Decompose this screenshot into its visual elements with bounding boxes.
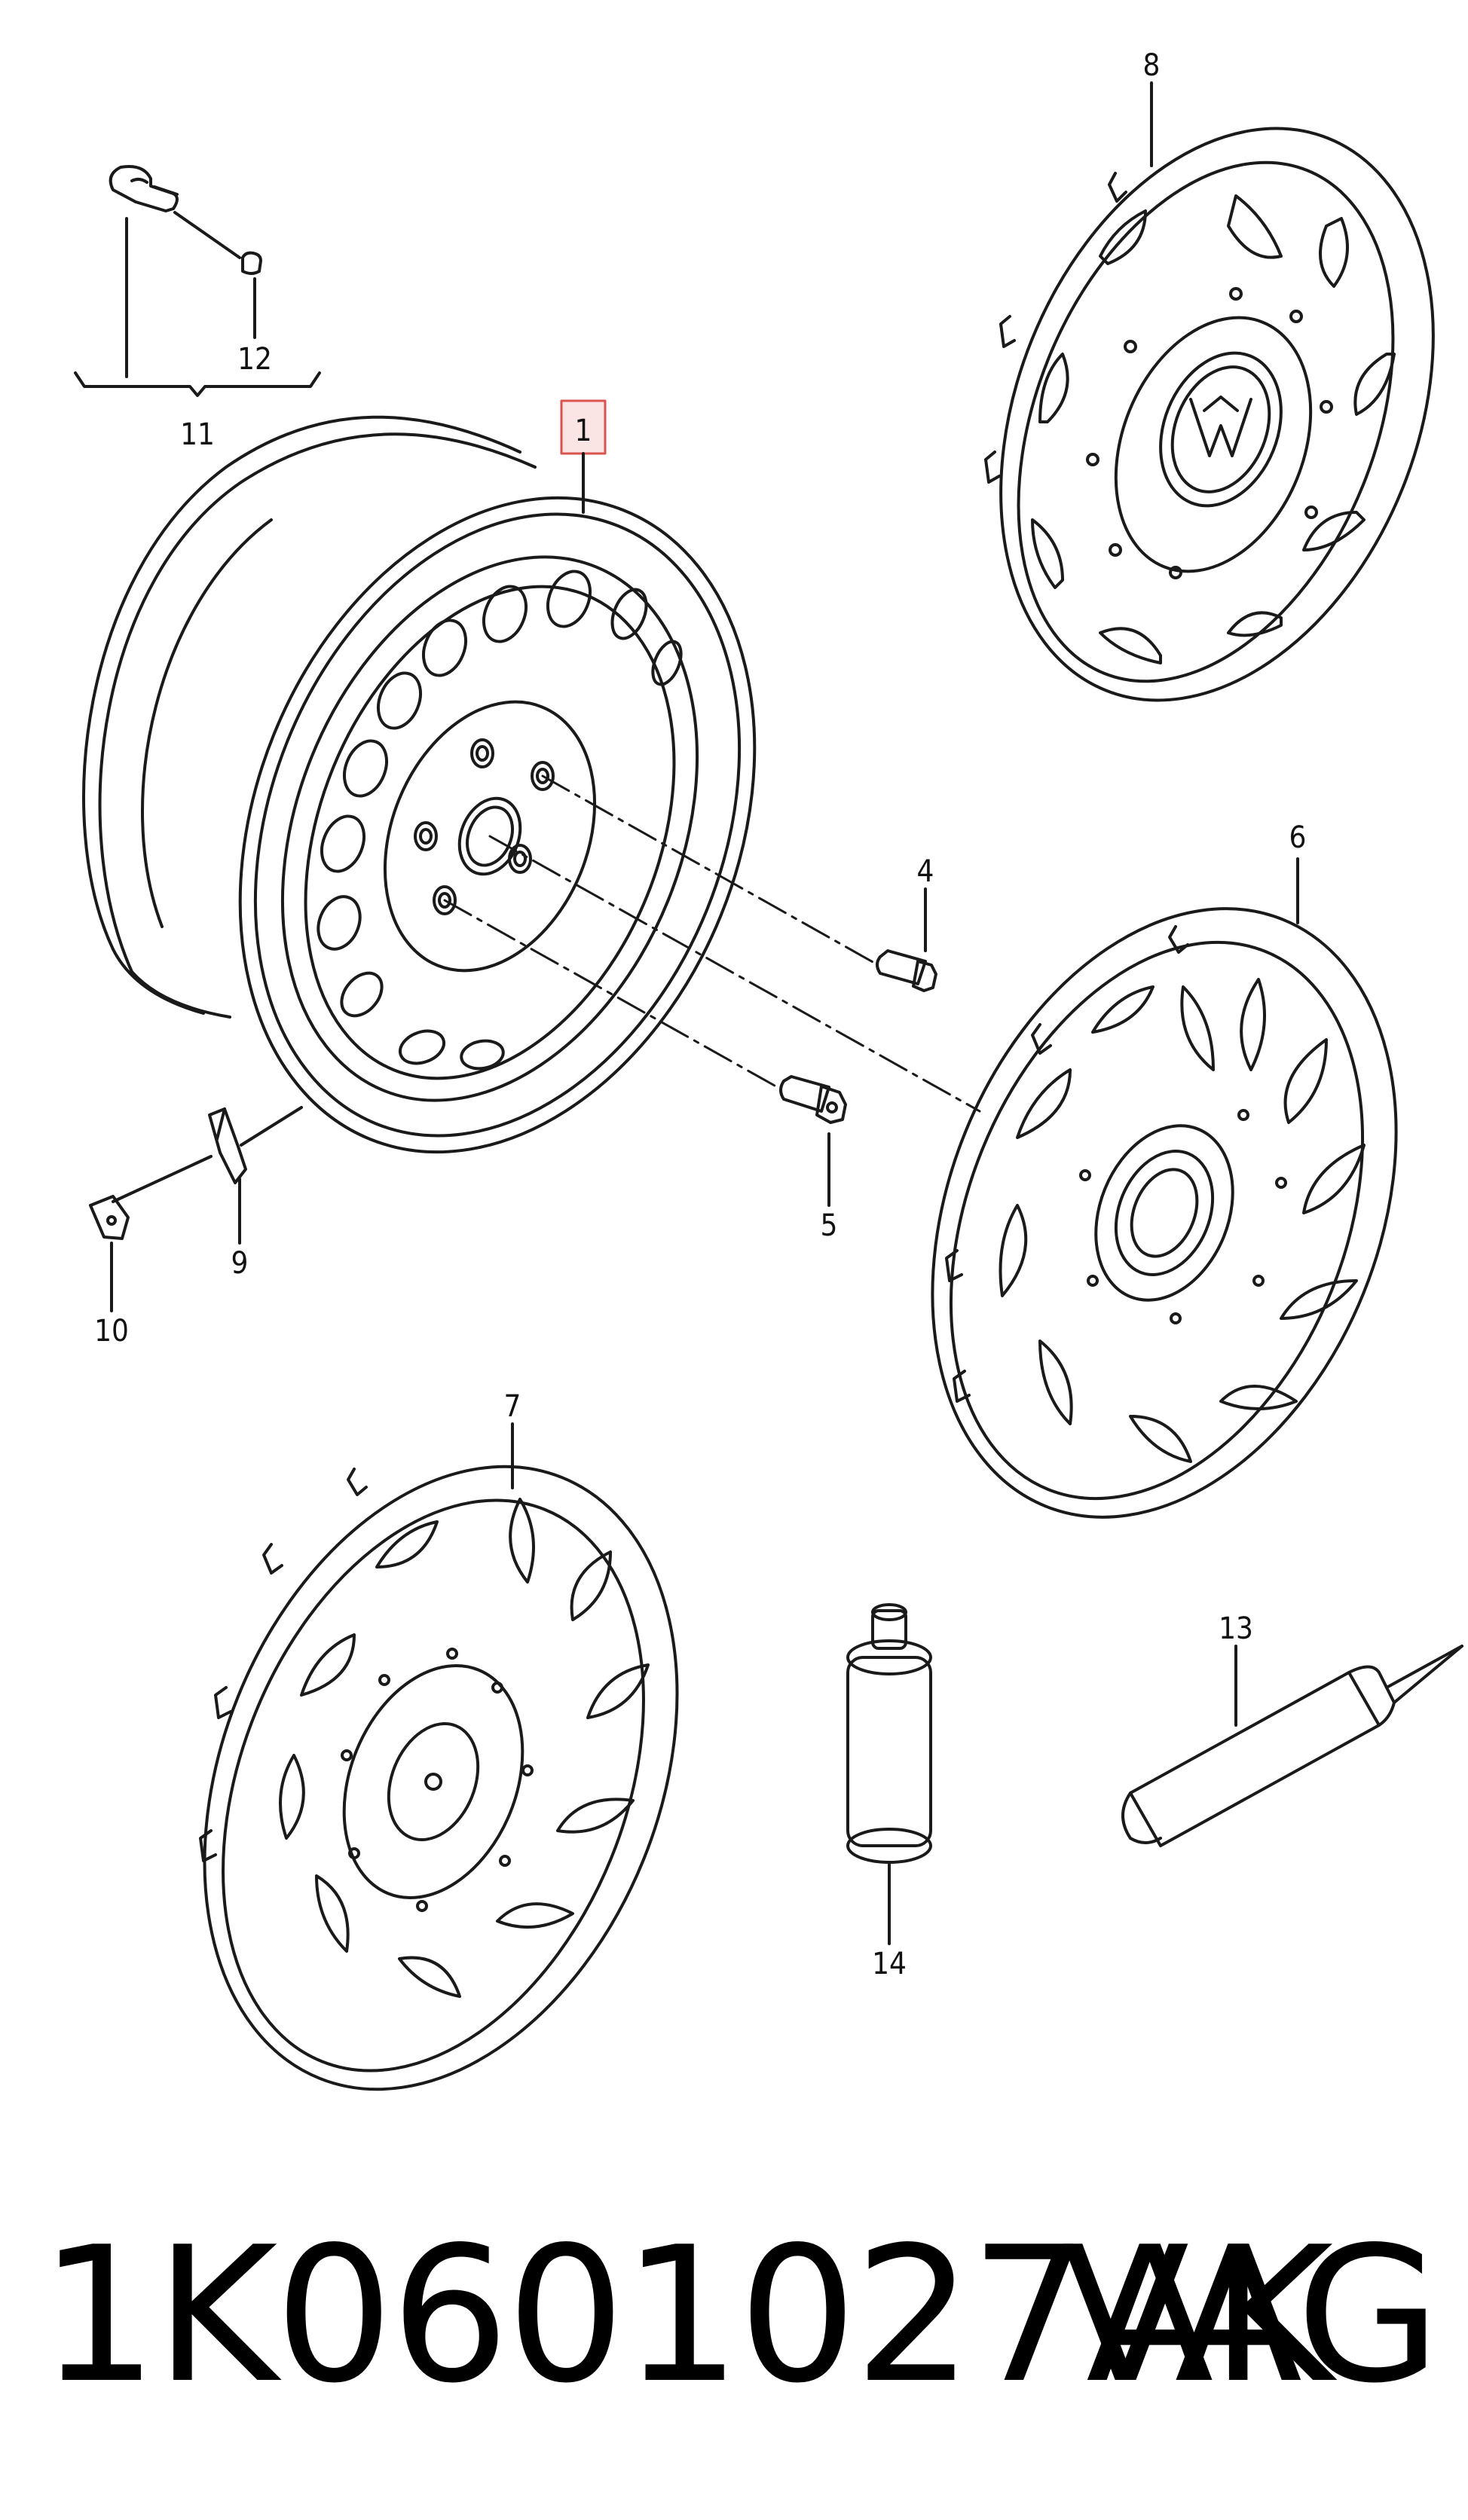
adhesive-weight-part [89, 1195, 130, 1240]
bottle-part [846, 1603, 932, 1864]
callout-4: 4 [917, 854, 934, 889]
callout-7: 7 [504, 1389, 521, 1424]
vw-logo-icon [1189, 396, 1252, 457]
brand-label: VAG [1061, 2207, 1441, 2424]
callout-14: 14 [872, 1947, 907, 1981]
wheel-cover-7-part [199, 1465, 679, 2091]
part-number-label: 1K0601027AK [39, 2207, 1333, 2424]
callout-11: 11 [180, 417, 215, 452]
valve-stem-part [109, 165, 179, 212]
callout-9: 9 [231, 1246, 249, 1281]
bracket-11 [74, 371, 321, 397]
callout-10: 10 [94, 1314, 129, 1349]
wheel-bolt-part [876, 949, 937, 992]
callout-13: 13 [1219, 1611, 1253, 1646]
balance-weight-part [208, 1107, 247, 1184]
callout-6: 6 [1289, 820, 1307, 855]
valve-cap-part [241, 251, 262, 275]
grease-tube-part [1121, 1645, 1463, 1847]
wheel-cover-vw-part [984, 127, 1435, 702]
callout-12: 12 [237, 342, 272, 377]
wheel-cover-6-part [931, 907, 1398, 1519]
wheel-parts-diagram: 1 4 5 6 7 8 9 10 11 12 13 14 [74, 48, 1463, 2091]
callout-5: 5 [821, 1208, 838, 1243]
callout-1: 1 [575, 414, 592, 448]
callout-8: 8 [1143, 48, 1161, 83]
anti-theft-bolt-part [779, 1075, 847, 1124]
steel-wheel-rim-part [82, 415, 757, 1154]
